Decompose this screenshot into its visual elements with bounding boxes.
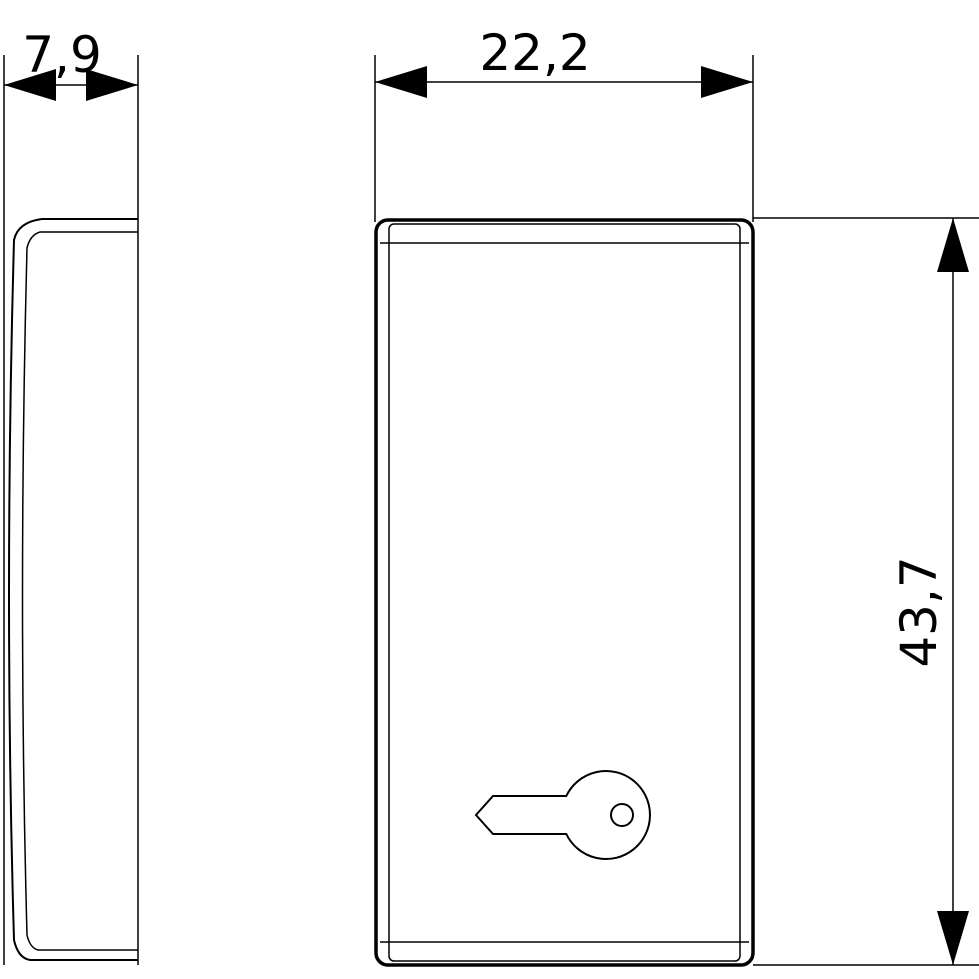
- depth-label: 7,9: [22, 26, 102, 84]
- width-arrow-left: [375, 66, 427, 98]
- width-dimension: 22,2: [375, 24, 753, 98]
- width-label: 22,2: [479, 24, 590, 82]
- height-arrow-top: [937, 218, 969, 272]
- front-outline-inner: [388, 223, 741, 962]
- front-view: [374, 55, 755, 967]
- key-icon: [474, 770, 651, 860]
- key-hole: [610, 803, 634, 827]
- height-arrow-bottom: [937, 911, 969, 965]
- key-shank: [474, 770, 651, 860]
- side-outline-inner: [21, 231, 138, 951]
- depth-arrow-right: [86, 69, 138, 101]
- side-view: [3, 55, 139, 965]
- front-outline-outer: [374, 218, 755, 967]
- depth-arrow-left: [4, 69, 56, 101]
- height-dimension: 43,7: [753, 217, 979, 966]
- side-outline-outer: [8, 218, 138, 961]
- height-label: 43,7: [890, 556, 948, 667]
- width-arrow-right: [701, 66, 753, 98]
- depth-dimension: 7,9: [4, 26, 138, 101]
